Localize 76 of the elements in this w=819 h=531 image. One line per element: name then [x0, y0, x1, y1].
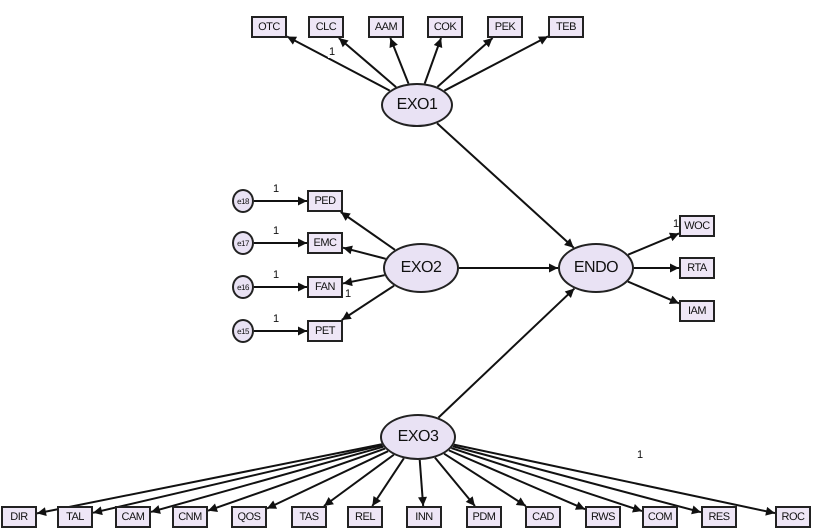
arrow: [341, 284, 395, 321]
arrow: [434, 456, 476, 507]
arrow: [36, 443, 382, 516]
arrow: [444, 452, 526, 507]
arrow: [438, 288, 576, 418]
arrow: [266, 450, 388, 510]
arrow: [254, 282, 307, 292]
error-circle: e16: [232, 275, 254, 299]
variable-box: RTA: [679, 257, 715, 279]
edge-label: 1: [344, 288, 352, 300]
arrow: [452, 445, 702, 514]
arrow: [424, 38, 442, 84]
latent-ellipse: EXO2: [383, 243, 459, 293]
variable-box: COM: [642, 506, 678, 528]
variable-box: CAM: [115, 506, 151, 528]
variable-box: PED: [307, 190, 343, 212]
arrow: [340, 211, 396, 251]
variable-box: QOS: [231, 506, 267, 528]
arrow: [389, 38, 410, 84]
arrow: [286, 36, 390, 92]
arrow: [459, 264, 558, 272]
variable-box: REL: [347, 506, 383, 528]
variable-box: IAM: [679, 300, 715, 322]
variable-box: ROC: [775, 506, 811, 528]
edge-label: 1: [328, 46, 336, 58]
variable-box: AAM: [368, 16, 404, 38]
arrow: [323, 454, 394, 507]
arrow: [451, 447, 642, 512]
latent-ellipse: EXO3: [380, 414, 456, 460]
arrow: [634, 264, 679, 272]
error-circle: e18: [232, 189, 254, 213]
arrow: [436, 37, 494, 88]
arrow: [338, 37, 397, 88]
variable-box: RES: [701, 506, 737, 528]
variable-box: TAL: [57, 506, 93, 528]
arrow: [342, 274, 385, 286]
arrow: [254, 326, 307, 336]
variable-box: INN: [406, 506, 442, 528]
error-circle: e17: [232, 231, 254, 255]
arrow: [208, 448, 386, 512]
arrow: [454, 444, 776, 516]
latent-ellipse: EXO1: [381, 83, 453, 127]
arrow: [436, 122, 574, 248]
arrow: [418, 460, 427, 506]
variable-box: PEK: [487, 16, 523, 38]
edge-label: 1: [636, 449, 644, 461]
latent-ellipse: ENDO: [558, 243, 634, 293]
variable-box: CLC: [308, 16, 344, 38]
variable-box: TAS: [291, 506, 327, 528]
arrow: [448, 449, 586, 510]
variable-box: PDM: [466, 506, 502, 528]
variable-box: WOC: [679, 215, 715, 237]
variable-box: COK: [427, 16, 463, 38]
arrow: [371, 458, 405, 507]
variable-box: EMC: [307, 232, 343, 254]
edge-label: 1: [272, 225, 280, 237]
variable-box: TEB: [548, 16, 584, 38]
variable-box: RWS: [585, 506, 621, 528]
variable-box: FAN: [307, 276, 343, 298]
edge-label: 1: [272, 313, 280, 325]
arrow: [92, 444, 383, 516]
arrow: [628, 232, 680, 256]
arrow: [150, 446, 384, 514]
arrow: [628, 280, 680, 304]
edge-label: 1: [272, 269, 280, 281]
arrow: [444, 36, 548, 92]
arrow: [254, 196, 307, 206]
edge-label: 1: [272, 183, 280, 195]
variable-box: OTC: [251, 16, 287, 38]
variable-box: CNM: [172, 506, 208, 528]
arrow: [342, 246, 386, 260]
arrow: [254, 238, 307, 248]
error-circle: e15: [232, 319, 254, 343]
variable-box: CAD: [525, 506, 561, 528]
variable-box: DIR: [1, 506, 37, 528]
variable-box: PET: [307, 320, 343, 342]
